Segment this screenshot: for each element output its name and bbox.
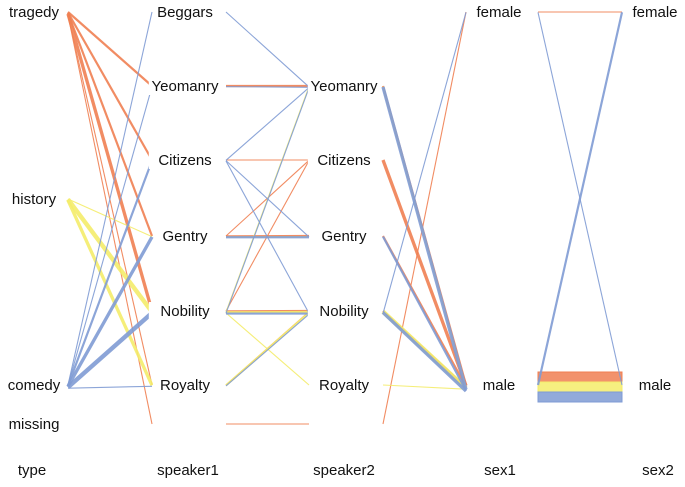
category-label-sex1-male: male <box>483 377 516 394</box>
link-history-royalty-to-nobility <box>225 311 310 387</box>
link-band-history-male-male <box>537 381 623 393</box>
link-comedy-yeomanry-to-male <box>381 86 468 390</box>
category-label-speaker1-nobility: Nobility <box>160 303 210 320</box>
category-label-speaker1-gentry: Gentry <box>162 228 208 245</box>
link-comedy-citizens-to-yeomanry <box>225 87 310 161</box>
link-tragedy-tragedy-to-nobility <box>66 13 154 312</box>
link-history-history-to-royalty <box>66 199 154 387</box>
category-label-bg-speaker2-royalty <box>311 376 377 394</box>
link-comedy-nobility-to-female <box>382 12 467 314</box>
category-label-type-history: history <box>12 191 57 208</box>
category-label-bg-speaker2-yeomanry <box>307 77 381 95</box>
axis-label-speaker2: speaker2 <box>313 462 375 479</box>
category-label-sex1-female: female <box>476 4 521 21</box>
axis-label-sex1: sex1 <box>484 462 516 479</box>
axis-label-speaker1: speaker1 <box>157 462 219 479</box>
link-comedy-male-to-female <box>536 12 624 386</box>
link-comedy-beggars-to-yeomanry <box>225 11 310 88</box>
category-label-sex2-male: male <box>639 377 672 394</box>
category-label-speaker2-citizens: Citizens <box>317 152 370 169</box>
category-label-type-comedy: comedy <box>8 377 61 394</box>
category-label-type-tragedy: tragedy <box>9 4 60 21</box>
category-label-bg-speaker2-gentry <box>316 227 372 245</box>
category-label-bg-sex1-male <box>479 376 519 394</box>
category-label-bg-speaker2-nobility <box>307 302 381 320</box>
link-comedy-nobility-to-yeomanry <box>225 87 310 314</box>
category-label-bg-speaker1-beggars <box>152 3 218 21</box>
category-label-bg-sex1-female <box>471 3 527 21</box>
category-label-bg-speaker1-gentry <box>157 227 213 245</box>
links-layer <box>66 11 624 425</box>
link-comedy-royalty-to-nobility <box>225 313 310 387</box>
link-comedy-comedy-to-yeomanry <box>67 86 153 386</box>
axis-labels-layer: type speaker1 speaker2 sex1 sex2 <box>18 462 674 479</box>
category-label-speaker1-royalty: Royalty <box>160 377 211 394</box>
category-label-speaker1-yeomanry: Yeomanry <box>152 78 219 95</box>
category-label-speaker1-beggars: Beggars <box>157 4 213 21</box>
link-comedy-nobility-to-male <box>381 311 468 393</box>
link-band-comedy-male-male <box>537 391 623 403</box>
link-comedy-comedy-to-royalty <box>67 385 153 389</box>
category-label-type-missing: missing <box>9 416 60 433</box>
category-label-bg-speaker1-citizens <box>148 151 222 169</box>
category-label-bg-speaker1-royalty <box>152 376 218 394</box>
link-comedy-comedy-to-beggars <box>67 11 153 386</box>
category-label-bg-speaker1-yeomanry <box>148 77 222 95</box>
category-label-sex2-female: female <box>632 4 677 21</box>
category-label-speaker2-royalty: Royalty <box>319 377 370 394</box>
category-label-speaker2-gentry: Gentry <box>321 228 367 245</box>
link-history-history-to-gentry <box>67 198 153 238</box>
link-comedy-citizens-to-gentry <box>225 160 310 238</box>
axis-label-sex2: sex2 <box>642 462 674 479</box>
category-label-bg-speaker1-nobility <box>148 302 222 320</box>
link-band-tragedy-male-male <box>537 371 623 383</box>
link-comedy-yeomanry-to-yeomanry <box>225 86 310 88</box>
axis-label-type: type <box>18 462 46 479</box>
category-label-bg-speaker2-citizens <box>307 151 381 169</box>
link-comedy-comedy-to-citizens <box>66 160 154 387</box>
link-tragedy-tragedy-to-citizens <box>67 12 153 161</box>
category-label-speaker2-yeomanry: Yeomanry <box>311 78 378 95</box>
link-history-royalty-to-male <box>382 384 467 390</box>
link-tragedy-citizens-to-male <box>381 159 468 387</box>
link-tragedy-nobility-to-citizens <box>225 160 310 312</box>
link-comedy-comedy-to-nobility <box>66 311 154 389</box>
link-comedy-comedy-to-gentry <box>66 236 154 388</box>
category-label-speaker2-nobility: Nobility <box>319 303 369 320</box>
link-history-history-to-nobility <box>66 198 154 314</box>
link-comedy-gentry-to-male <box>382 236 467 391</box>
labels-layer: tragedy history comedy missing BeggarsYeoman… <box>8 3 678 433</box>
category-label-speaker1-citizens: Citizens <box>158 152 211 169</box>
link-tragedy-missing-to-female <box>382 11 467 425</box>
link-tragedy-tragedy-to-gentry <box>66 12 154 237</box>
